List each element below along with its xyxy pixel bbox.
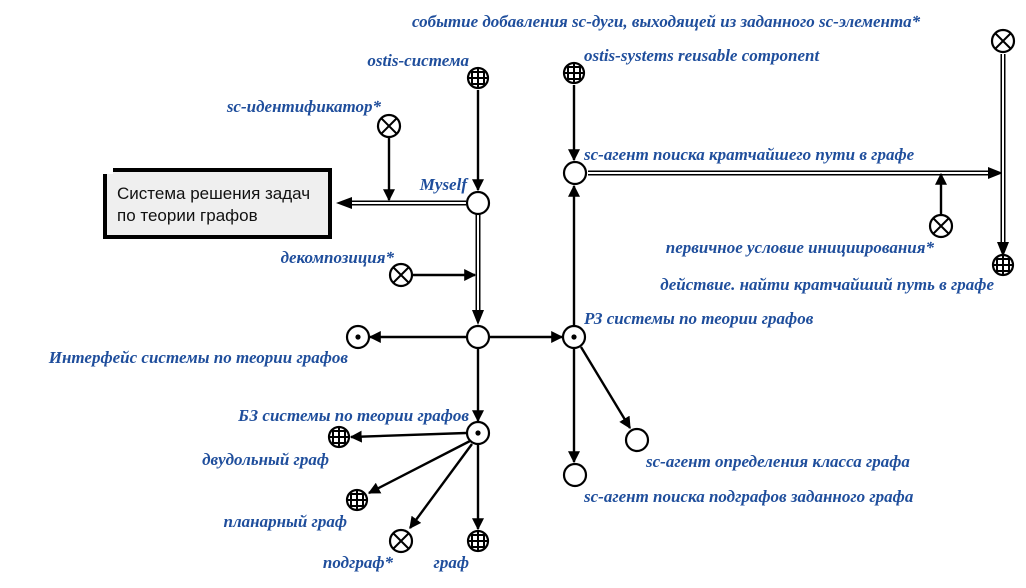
arc-event-to-action xyxy=(997,54,1009,257)
label-interface: Интерфейс системы по теории графов xyxy=(48,348,349,367)
label-class-agent: sc-агент определения класса графа xyxy=(645,452,910,471)
label-bipartite: двудольный граф xyxy=(202,450,329,469)
system-box: Система решения задач по теории графов xyxy=(103,168,332,239)
label-action: действие. найти кратчайший путь в графе xyxy=(660,275,994,294)
label-subgraph: подграф* xyxy=(323,553,394,572)
node-reusable-class xyxy=(562,61,586,85)
label-graph: граф xyxy=(434,553,469,572)
node-subgraph-relation xyxy=(388,528,414,554)
node-class-agent xyxy=(624,427,650,453)
node-interface-structure xyxy=(345,324,371,350)
label-event: событие добавления sc-дуги, выходящей из… xyxy=(412,12,921,31)
label-decomposition: декомпозиция* xyxy=(281,248,395,267)
node-sc-identifier-relation xyxy=(376,113,402,139)
label-sc-identifier: sc-идентификатор* xyxy=(226,97,382,116)
label-kb: БЗ системы по теории графов xyxy=(237,406,469,425)
node-ostis-system-class xyxy=(466,66,490,90)
labels: событие добавления sc-дуги, выходящей из… xyxy=(48,12,995,572)
label-planar: планарный граф xyxy=(224,512,348,531)
node-myself xyxy=(465,190,491,216)
label-shortest-agent: sc-агент поиска кратчайшего пути в графе xyxy=(583,145,915,164)
node-graph-class xyxy=(466,529,490,553)
node-subgraph-agent xyxy=(562,462,588,488)
box-line-1: Система решения задач xyxy=(117,184,310,203)
arc-myself-to-tuple xyxy=(472,214,484,325)
node-planar-class xyxy=(345,488,369,512)
label-reusable: ostis-systems reusable component xyxy=(584,46,820,65)
label-init-condition: первичное условие инициирования* xyxy=(666,238,935,257)
arc-myself-to-box xyxy=(336,197,466,209)
label-subgraph-agent: sc-агент поиска подграфов заданного граф… xyxy=(583,487,914,506)
nodes xyxy=(327,28,1016,554)
label-ostis-system: ostis-система xyxy=(367,51,469,70)
node-tuple xyxy=(465,324,491,350)
common-arcs xyxy=(336,54,1009,325)
node-init-condition-relation xyxy=(928,213,954,239)
node-decomposition-relation xyxy=(388,262,414,288)
node-shortest-agent xyxy=(562,160,588,186)
node-event-relation xyxy=(990,28,1016,54)
label-myself: Myself xyxy=(419,175,470,194)
arcs xyxy=(349,85,947,531)
node-action-class xyxy=(991,253,1015,277)
node-ps-structure xyxy=(561,324,587,350)
node-bipartite-class xyxy=(327,425,351,449)
arc-agent-to-action xyxy=(588,167,1003,179)
box-line-2: по теории графов xyxy=(117,206,258,225)
node-kb-structure xyxy=(465,420,491,446)
label-ps: РЗ системы по теории графов xyxy=(583,309,814,328)
